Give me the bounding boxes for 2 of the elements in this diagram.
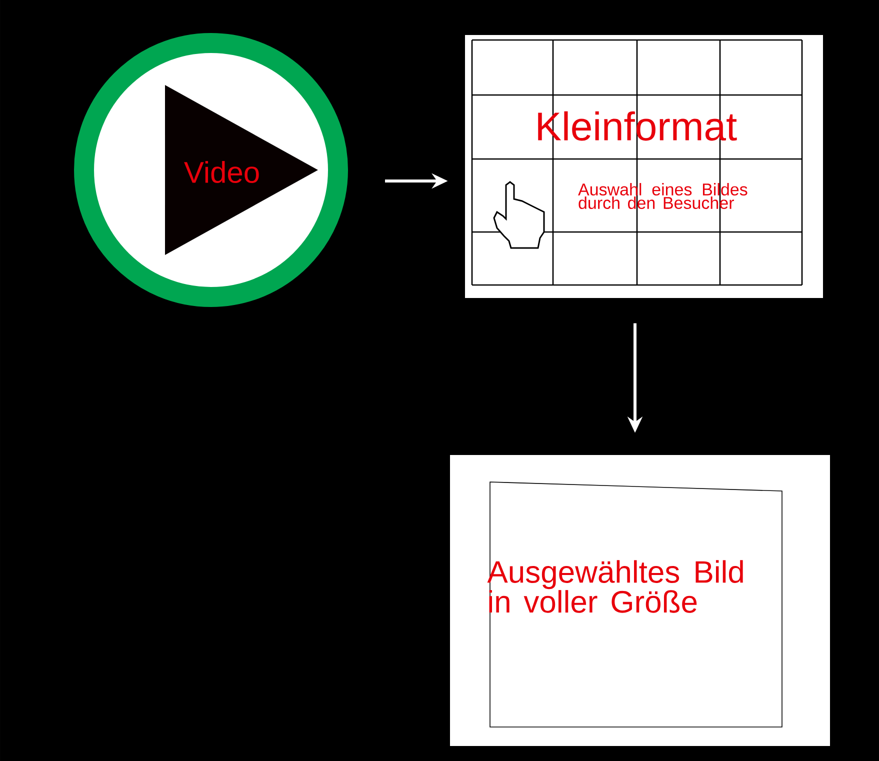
image-panel [450,455,830,746]
grid-panel [465,35,823,298]
